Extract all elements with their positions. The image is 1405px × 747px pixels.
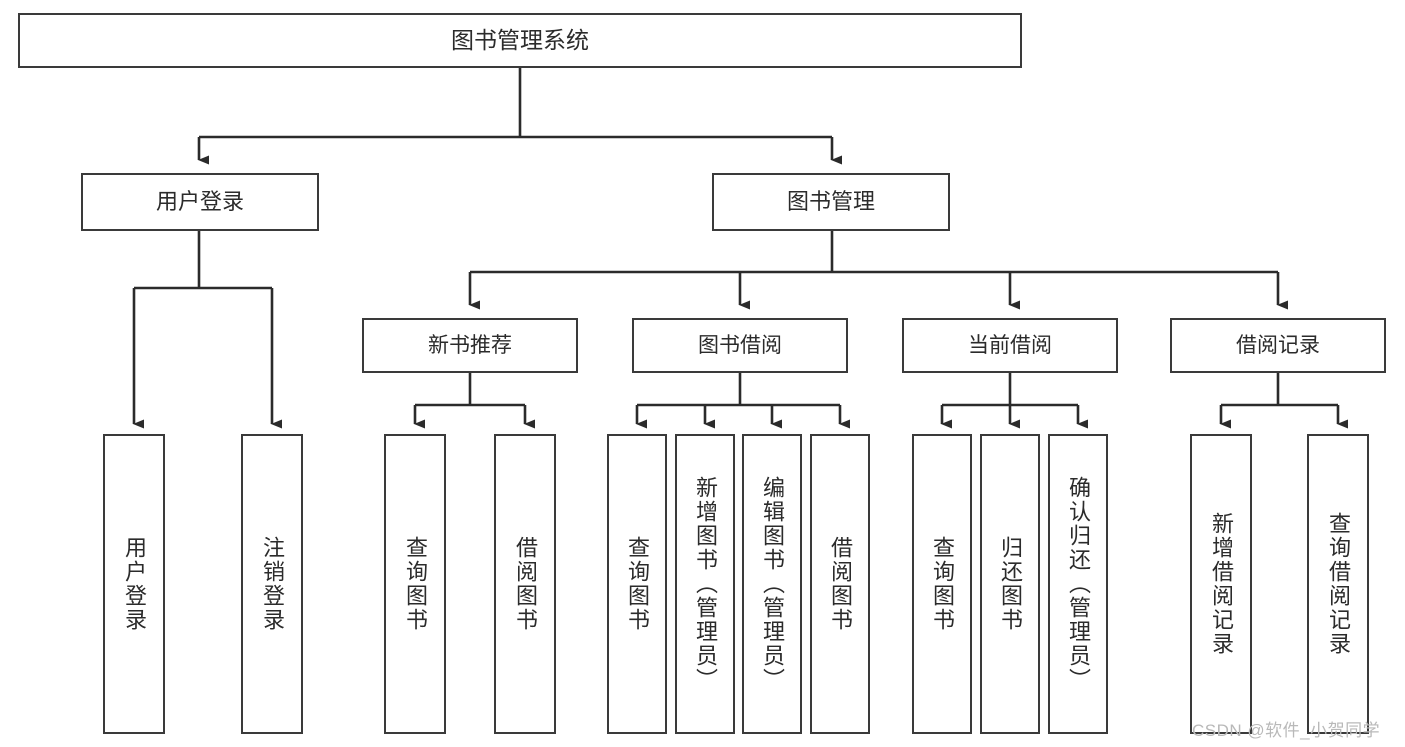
- node-borrow-record-label: 借阅记录: [1236, 333, 1320, 357]
- leaf-add-book-label: 新增图书（管理员）: [693, 476, 718, 692]
- leaf-add-book[interactable]: 新增图书（管理员）: [675, 434, 735, 734]
- leaf-add-record[interactable]: 新增借阅记录: [1190, 434, 1252, 734]
- leaf-borrow-book-2[interactable]: 借阅图书: [810, 434, 870, 734]
- node-root[interactable]: 图书管理系统: [18, 13, 1022, 68]
- leaf-edit-book[interactable]: 编辑图书（管理员）: [742, 434, 802, 734]
- leaf-borrow-book-1[interactable]: 借阅图书: [494, 434, 556, 734]
- leaf-borrow-book-1-label: 借阅图书: [513, 536, 538, 632]
- node-book-borrow[interactable]: 图书借阅: [632, 318, 848, 373]
- leaf-user-login-label: 用户登录: [122, 536, 147, 632]
- leaf-query-record[interactable]: 查询借阅记录: [1307, 434, 1369, 734]
- leaf-logout-login[interactable]: 注销登录: [241, 434, 303, 734]
- leaf-logout-login-label: 注销登录: [260, 536, 285, 632]
- leaf-borrow-book-2-label: 借阅图书: [828, 536, 853, 632]
- node-current-borrow-label: 当前借阅: [968, 333, 1052, 357]
- leaf-query-book-1-label: 查询图书: [403, 536, 428, 632]
- leaf-edit-book-label: 编辑图书（管理员）: [760, 476, 785, 692]
- node-root-label: 图书管理系统: [451, 26, 589, 53]
- leaf-confirm-return[interactable]: 确认归还（管理员）: [1048, 434, 1108, 734]
- node-book-manage[interactable]: 图书管理: [712, 173, 950, 231]
- node-book-manage-label: 图书管理: [786, 188, 875, 214]
- leaf-query-book-2-label: 查询图书: [625, 536, 650, 632]
- node-book-borrow-label: 图书借阅: [698, 333, 782, 357]
- leaf-query-record-label: 查询借阅记录: [1326, 512, 1351, 656]
- leaf-return-book[interactable]: 归还图书: [980, 434, 1040, 734]
- leaf-return-book-label: 归还图书: [998, 536, 1023, 632]
- node-new-book-recommend-label: 新书推荐: [428, 333, 512, 357]
- leaf-confirm-return-label: 确认归还（管理员）: [1066, 476, 1091, 692]
- node-current-borrow[interactable]: 当前借阅: [902, 318, 1118, 373]
- watermark: CSDN @软件_小贺同学: [1192, 721, 1381, 740]
- node-user-login-label: 用户登录: [155, 188, 244, 214]
- node-user-login[interactable]: 用户登录: [81, 173, 319, 231]
- leaf-query-book-2[interactable]: 查询图书: [607, 434, 667, 734]
- leaf-query-book-3[interactable]: 查询图书: [912, 434, 972, 734]
- node-borrow-record[interactable]: 借阅记录: [1170, 318, 1386, 373]
- leaf-query-book-1[interactable]: 查询图书: [384, 434, 446, 734]
- leaf-user-login[interactable]: 用户登录: [103, 434, 165, 734]
- node-new-book-recommend[interactable]: 新书推荐: [362, 318, 578, 373]
- leaf-query-book-3-label: 查询图书: [930, 536, 955, 632]
- leaf-add-record-label: 新增借阅记录: [1209, 512, 1234, 656]
